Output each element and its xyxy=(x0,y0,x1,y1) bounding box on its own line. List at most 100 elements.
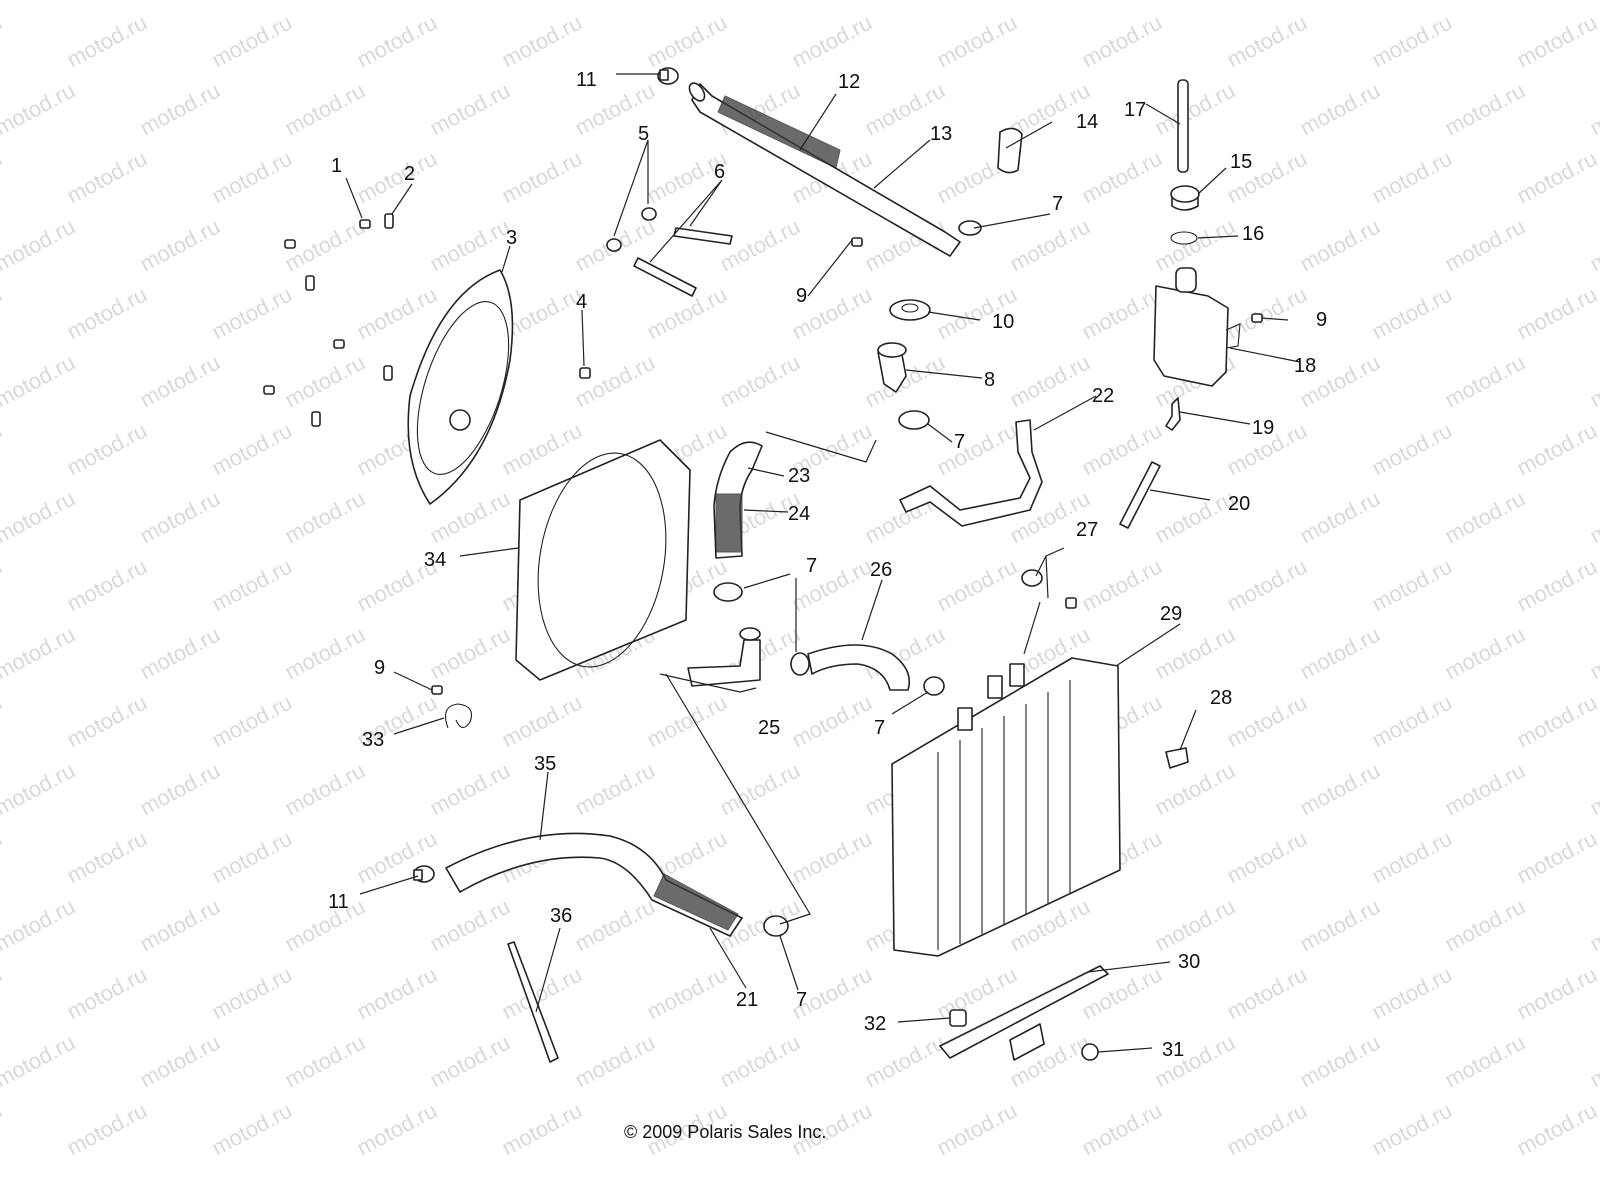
watermark-text: motod.ru xyxy=(426,214,514,277)
callout-35: 35 xyxy=(534,753,556,775)
watermark-text: motod.ru xyxy=(1296,0,1384,4)
part-clamp-top xyxy=(657,67,679,85)
callout-14: 14 xyxy=(1076,111,1098,133)
watermark-text: motod.ru xyxy=(1151,78,1239,141)
watermark-text: motod.ru xyxy=(1078,282,1166,345)
watermark-text: motod.ru xyxy=(0,10,6,73)
watermark-text: motod.ru xyxy=(63,1098,151,1161)
watermark-text: motod.ru xyxy=(1441,350,1529,413)
watermark-text: motod.ru xyxy=(1223,554,1311,617)
watermark-text: motod.ru xyxy=(1441,0,1529,4)
watermark-text: motod.ru xyxy=(1513,10,1600,73)
watermark-text: motod.ru xyxy=(1586,214,1600,277)
watermark-text: motod.ru xyxy=(136,350,224,413)
watermark-text: motod.ru xyxy=(788,554,876,617)
watermark-text: motod.ru xyxy=(1296,622,1384,685)
watermark-text: motod.ru xyxy=(1151,622,1239,685)
callout-25: 25 xyxy=(758,717,780,739)
watermark-text: motod.ru xyxy=(281,622,369,685)
watermark-text: motod.ru xyxy=(136,622,224,685)
watermark-text: motod.ru xyxy=(0,622,79,685)
callout-15: 15 xyxy=(1230,151,1252,173)
watermark-text: motod.ru xyxy=(0,486,79,549)
watermark-text: motod.ru xyxy=(1586,350,1600,413)
watermark-text: motod.ru xyxy=(861,1030,949,1093)
watermark-text: motod.ru xyxy=(136,214,224,277)
watermark-text: motod.ru xyxy=(1368,554,1456,617)
watermark-text: motod.ru xyxy=(281,350,369,413)
part-radiator-cap-10 xyxy=(889,299,931,321)
watermark-text: motod.ru xyxy=(1368,962,1456,1025)
watermark-text: motod.ru xyxy=(1586,758,1600,821)
watermark-text: motod.ru xyxy=(716,0,804,4)
watermark-text: motod.ru xyxy=(1151,486,1239,549)
watermark-text: motod.ru xyxy=(1151,0,1239,4)
watermark-text: motod.ru xyxy=(1513,146,1600,209)
watermark-text: motod.ru xyxy=(643,962,731,1025)
watermark-text: motod.ru xyxy=(571,894,659,957)
watermark-text: motod.ru xyxy=(136,894,224,957)
watermark-text: motod.ru xyxy=(1441,214,1529,277)
watermark-text: motod.ru xyxy=(136,0,224,4)
watermark-text: motod.ru xyxy=(1078,1098,1166,1161)
callout-7: 7 xyxy=(874,717,885,739)
part-clamps-7 xyxy=(713,220,982,937)
watermark-text: motod.ru xyxy=(571,758,659,821)
watermark-text: motod.ru xyxy=(716,350,804,413)
watermark-text: motod.ru xyxy=(0,758,79,821)
watermark-text: motod.ru xyxy=(281,78,369,141)
callout-28: 28 xyxy=(1210,687,1232,709)
watermark-text: motod.ru xyxy=(1513,554,1600,617)
callout-9: 9 xyxy=(374,657,385,679)
watermark-text: motod.ru xyxy=(63,10,151,73)
part-upper-hose xyxy=(688,82,961,257)
watermark-text: motod.ru xyxy=(498,418,586,481)
watermark-text: motod.ru xyxy=(0,554,6,617)
watermark-text: motod.ru xyxy=(1513,962,1600,1025)
watermark-text: motod.ru xyxy=(208,826,296,889)
callout-9: 9 xyxy=(796,285,807,307)
watermark-text: motod.ru xyxy=(571,1030,659,1093)
watermark-text: motod.ru xyxy=(1368,146,1456,209)
callout-23: 23 xyxy=(788,465,810,487)
part-fan-3 xyxy=(407,269,514,505)
part-fitting-19 xyxy=(1165,397,1181,431)
watermark-text: motod.ru xyxy=(1006,350,1094,413)
callout-10: 10 xyxy=(992,311,1014,333)
watermark-text: motod.ru xyxy=(1368,418,1456,481)
callout-3: 3 xyxy=(506,227,517,249)
watermark-text: motod.ru xyxy=(426,78,514,141)
watermark-text: motod.ru xyxy=(1223,962,1311,1025)
watermark-text: motod.ru xyxy=(716,1030,804,1093)
watermark-text: motod.ru xyxy=(1368,690,1456,753)
watermark-text: motod.ru xyxy=(1441,894,1529,957)
callout-36: 36 xyxy=(550,905,572,927)
watermark-text: motod.ru xyxy=(208,1098,296,1161)
callout-1: 1 xyxy=(331,155,342,177)
watermark-text: motod.ru xyxy=(1006,214,1094,277)
callout-13: 13 xyxy=(930,123,952,145)
watermark-text: motod.ru xyxy=(1078,554,1166,617)
watermark-text: motod.ru xyxy=(933,1098,1021,1161)
watermark-text: motod.ru xyxy=(426,758,514,821)
copyright-notice: © 2009 Polaris Sales Inc. xyxy=(624,1122,826,1142)
watermark-text: motod.ru xyxy=(1078,10,1166,73)
part-filler-neck-8 xyxy=(877,342,907,393)
watermark-text: motod.ru xyxy=(281,894,369,957)
watermark-text: motod.ru xyxy=(933,10,1021,73)
watermark-text: motod.ru xyxy=(1368,1098,1456,1161)
part-small-hose-14 xyxy=(997,127,1023,174)
part-elbow-hose-23-24 xyxy=(713,441,763,559)
callout-19: 19 xyxy=(1252,417,1274,439)
callout-34: 34 xyxy=(424,549,446,571)
watermark-text: motod.ru xyxy=(1368,10,1456,73)
watermark-text: motod.ru xyxy=(208,418,296,481)
watermark-text: motod.ru xyxy=(208,554,296,617)
watermark-text: motod.ru xyxy=(281,0,369,4)
part-bolts-9 xyxy=(431,237,1263,695)
watermark-text: motod.ru xyxy=(63,146,151,209)
part-grommet-27 xyxy=(1021,569,1077,609)
watermark-text: motod.ru xyxy=(1586,78,1600,141)
